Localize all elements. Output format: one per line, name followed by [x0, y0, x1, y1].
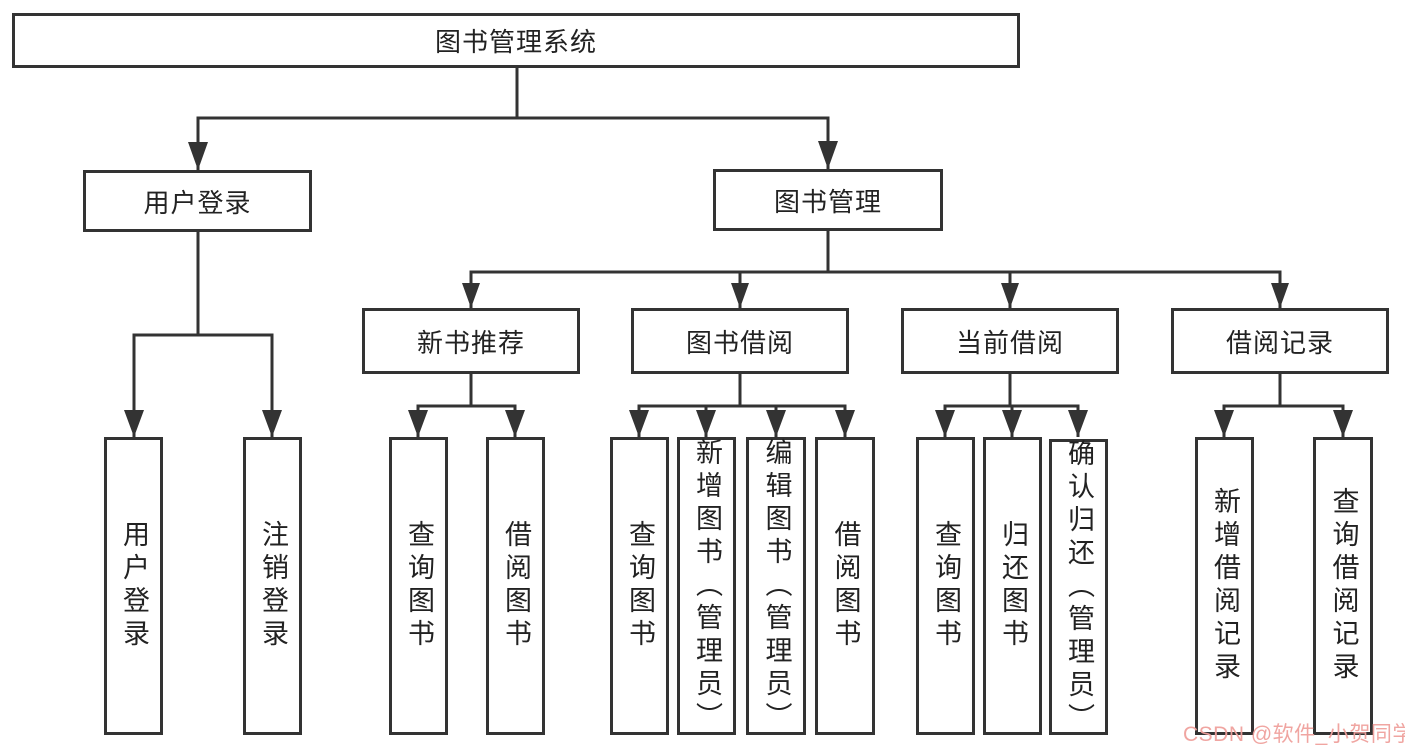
node-leaf-query-books-2: 查询图书 [610, 437, 669, 735]
node-leaf-user-login: 用户登录 [104, 437, 163, 735]
arrowhead-icon [124, 141, 1353, 437]
node-leaf-borrow-books-1: 借阅图书 [486, 437, 545, 735]
node-leaf-add-borrow-record: 新增借阅记录 [1195, 437, 1254, 735]
node-leaf-confirm-return-admin: 确认归还（管理员） [1049, 439, 1108, 736]
node-leaf-query-books-3: 查询图书 [916, 437, 975, 735]
node-new-book-recommendation: 新书推荐 [362, 308, 580, 374]
node-user-login: 用户登录 [83, 170, 312, 232]
csdn-watermark: CSDN @软件_小贺同学 [1183, 723, 1405, 746]
node-leaf-return-books: 归还图书 [983, 437, 1042, 735]
node-leaf-edit-books-admin: 编辑图书（管理员） [746, 437, 806, 735]
node-borrowing-records: 借阅记录 [1171, 308, 1389, 374]
node-leaf-query-books-1: 查询图书 [389, 437, 448, 735]
node-root: 图书管理系统 [12, 13, 1020, 68]
node-leaf-borrow-books-2: 借阅图书 [815, 437, 875, 735]
node-leaf-add-books-admin: 新增图书（管理员） [677, 437, 736, 735]
node-leaf-logout: 注销登录 [243, 437, 302, 735]
connector-path [132, 68, 1345, 437]
node-leaf-query-borrow-record: 查询借阅记录 [1313, 437, 1373, 735]
node-current-borrowing: 当前借阅 [901, 308, 1119, 374]
node-book-management: 图书管理 [713, 169, 943, 231]
node-book-borrowing: 图书借阅 [631, 308, 849, 374]
